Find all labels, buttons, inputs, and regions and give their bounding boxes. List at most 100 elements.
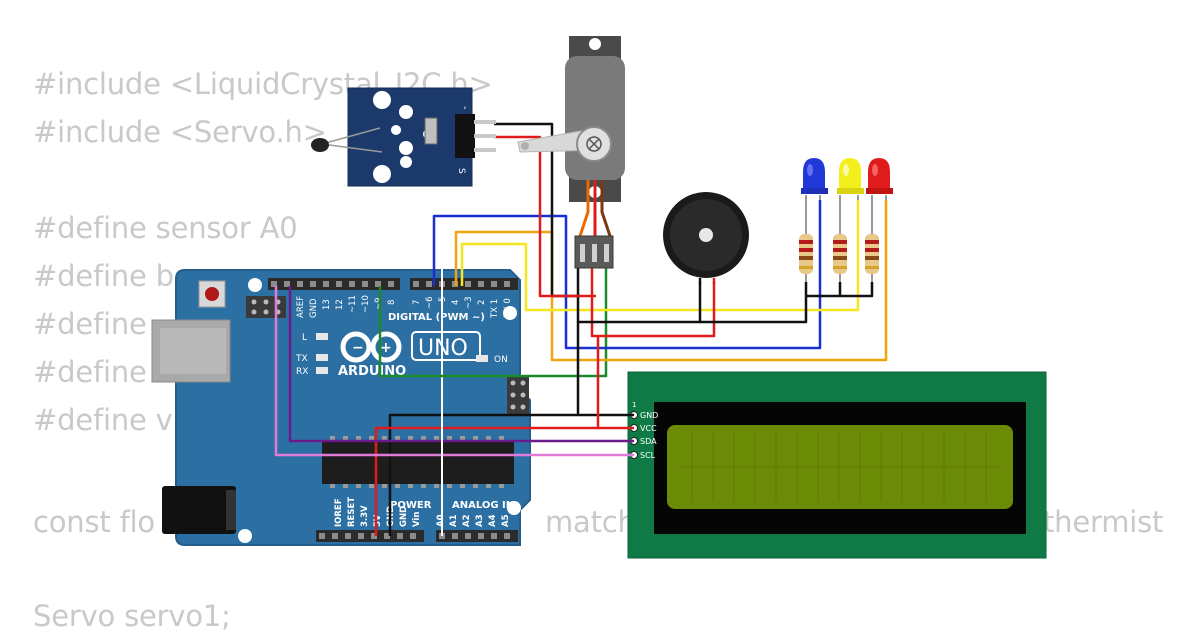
wire-led-ground-2 xyxy=(806,282,842,298)
pin-label-6: ~6 xyxy=(425,296,435,309)
mount-hole xyxy=(503,306,517,320)
led-label-on: ON xyxy=(494,355,508,365)
led-red-rim xyxy=(866,188,893,194)
resistor-red xyxy=(865,234,879,282)
code-line-match: match xyxy=(545,505,636,539)
pin-label-a5: A5 xyxy=(501,514,511,527)
lcd-1602-i2c: 1 GND VCC SDA SCL xyxy=(627,371,1047,559)
code-line-define-v: #define v xyxy=(33,403,173,437)
code-line-thermist: thermist xyxy=(1043,505,1164,539)
lcd-pin-gnd: GND xyxy=(640,411,658,420)
icsp-header-right xyxy=(507,375,529,415)
mount-hole xyxy=(248,278,262,292)
pin-label-8: 8 xyxy=(387,300,397,305)
pin-label-a2: A2 xyxy=(462,514,472,527)
sensor-resistor xyxy=(424,117,438,145)
sensor-pcb xyxy=(347,87,473,187)
pin-label-vin: Vin xyxy=(412,512,422,527)
led-blue-highlight xyxy=(807,164,813,176)
led-yellow-rim xyxy=(837,188,864,194)
mcu-pins xyxy=(330,436,504,488)
code-line-define-3: #define xyxy=(33,307,156,341)
arduino-logo: − + xyxy=(340,331,402,363)
pin-label-rx0: RX 0 xyxy=(503,298,513,318)
led-yellow-legs xyxy=(839,195,859,234)
mcu-chip xyxy=(322,440,514,484)
logo-plus: + xyxy=(380,340,392,356)
pin-label-4: 4 xyxy=(451,300,461,305)
pin-label-11: ~11 xyxy=(348,295,358,313)
led-red-dome xyxy=(868,158,890,190)
lcd-character-grid xyxy=(680,432,1000,502)
resistor-blue xyxy=(799,234,813,282)
led-tx xyxy=(316,354,328,361)
led-blue-dome xyxy=(803,158,825,190)
servo-connector-pin xyxy=(604,244,609,262)
power-jack xyxy=(162,486,236,534)
bottom-header-pins xyxy=(319,533,510,539)
sensor-pad xyxy=(399,105,413,119)
logo-minus: − xyxy=(352,340,364,356)
wire-lcd-scl xyxy=(274,286,634,457)
wire-servo-power xyxy=(590,262,716,338)
sensor-pin-minus: - xyxy=(459,106,470,110)
led-l xyxy=(316,333,328,340)
led-label-tx: TX xyxy=(295,354,308,364)
led-on xyxy=(476,355,488,362)
pin-label-3v3: 3.3V xyxy=(360,505,370,527)
pin-label-12: 12 xyxy=(335,299,345,310)
piezo-buzzer xyxy=(663,192,749,284)
sensor-pin xyxy=(474,148,496,152)
analog-label: ANALOG IN xyxy=(452,500,514,511)
led-yellow-highlight xyxy=(843,164,849,176)
servo-lead-brown xyxy=(600,180,612,237)
mount-hole xyxy=(238,529,252,543)
servo-shaft-cross xyxy=(588,138,600,150)
sensor-pin-s: S xyxy=(456,168,466,174)
wire-led-ground-3 xyxy=(840,282,874,298)
code-line-include-servo: #include <Servo.h> xyxy=(33,115,327,149)
code-line-define-sensor: #define sensor A0 xyxy=(33,211,298,245)
resistor-yellow xyxy=(833,234,847,282)
code-line-servo-decl: Servo servo1; xyxy=(33,599,231,633)
servo-connector-pin xyxy=(592,244,597,262)
icsp-header-top xyxy=(246,296,286,318)
lcd-pin-scl: SCL xyxy=(640,451,656,460)
servo-shaft-screw xyxy=(586,136,602,152)
led-rx xyxy=(316,367,328,374)
thermistor-bead xyxy=(311,138,329,152)
pin-label-a1: A1 xyxy=(449,514,459,527)
code-line-const-flo: const flo xyxy=(33,505,155,539)
led-yellow xyxy=(837,158,864,234)
servo-lead-orange xyxy=(578,180,590,237)
led-yellow-dome xyxy=(839,158,861,190)
servo-motor xyxy=(517,36,625,269)
sensor-pad xyxy=(399,141,413,155)
servo-mount-hole xyxy=(589,38,601,50)
sensor-pad xyxy=(391,125,401,135)
pin-label-a4: A4 xyxy=(488,514,498,527)
pin-label-ioref: IOREF xyxy=(334,498,344,527)
pin-label-5v: 5V xyxy=(373,514,383,527)
led-red xyxy=(866,158,893,234)
led-blue-legs xyxy=(805,195,821,234)
wires xyxy=(274,122,888,536)
arduino-uno-board: AREF GND 13 12 ~11 ~10 ~9 8 7 ~6 ~5 4 ~3… xyxy=(151,269,531,546)
led-blue xyxy=(801,158,828,234)
wire-lcd-sda xyxy=(288,286,634,443)
pin-label-13: 13 xyxy=(322,299,332,310)
pin-label-3: ~3 xyxy=(464,296,474,309)
pin-label-gnd2: GND xyxy=(399,506,409,527)
sensor-pad xyxy=(400,156,412,168)
sensor-pin xyxy=(474,134,496,138)
lcd-pin-vcc: VCC xyxy=(640,424,657,433)
pin-label-a3: A3 xyxy=(475,514,485,527)
sensor-mount-hole xyxy=(373,91,391,109)
reset-button-cap[interactable] xyxy=(205,287,219,301)
wire-blue-led xyxy=(432,200,822,350)
thermistor-module: - S xyxy=(311,87,496,187)
pin-label-10: ~10 xyxy=(361,295,371,313)
wire-led-ground xyxy=(700,282,808,324)
thermistor-leads xyxy=(321,127,383,153)
